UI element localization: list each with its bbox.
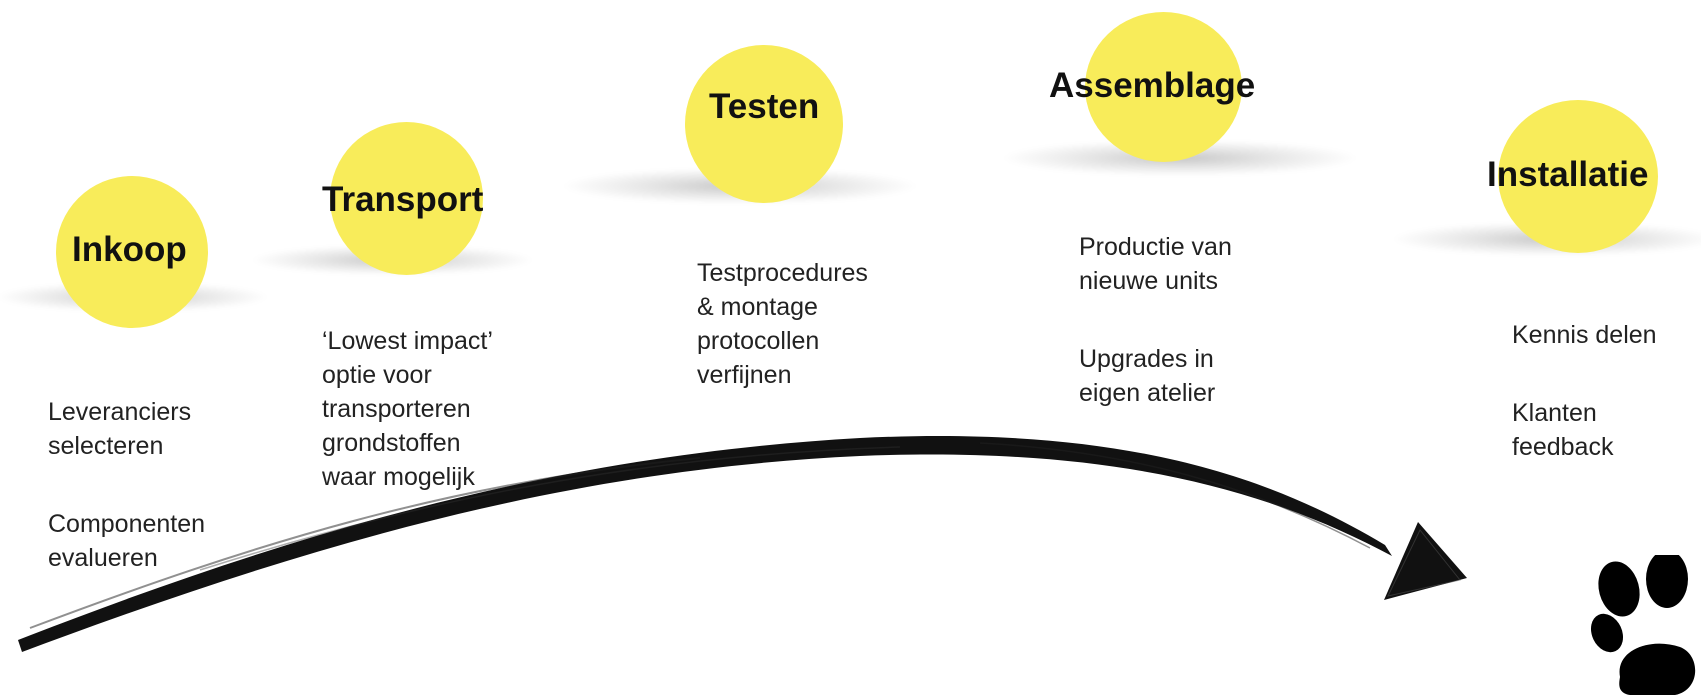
stage-desc-assemblage: Productie van nieuwe units Upgrades in e… bbox=[1079, 196, 1232, 454]
stage-desc-transport: ‘Lowest impact’ optie voor transporteren… bbox=[322, 290, 493, 538]
stage-item: ‘Lowest impact’ optie voor transporteren… bbox=[322, 327, 493, 491]
stage-title-testen: Testen bbox=[709, 87, 820, 126]
stage-item: Testprocedures & montage protocollen ver… bbox=[697, 259, 868, 389]
stage-title-assemblage: Assemblage bbox=[1049, 66, 1256, 105]
stage-circle-inkoop bbox=[56, 176, 208, 328]
stage-circle-transport bbox=[330, 122, 483, 275]
stage-item: Upgrades in eigen atelier bbox=[1079, 345, 1216, 407]
stage-item: Leveranciers selecteren bbox=[48, 398, 192, 460]
stage-title-transport: Transport bbox=[322, 180, 484, 219]
stage-desc-inkoop: Leveranciers selecteren Componenten eval… bbox=[48, 361, 205, 619]
stage-title-inkoop: Inkoop bbox=[72, 230, 187, 269]
stage-item: Kennis delen bbox=[1512, 321, 1657, 349]
stage-item: Componenten evalueren bbox=[48, 510, 206, 572]
stage-item: Productie van nieuwe units bbox=[1079, 233, 1232, 295]
stage-circle-installatie bbox=[1498, 100, 1658, 253]
stage-circle-testen bbox=[685, 45, 843, 203]
stage-title-installatie: Installatie bbox=[1487, 155, 1649, 194]
stage-desc-installatie: Kennis delen Klanten feedback bbox=[1512, 284, 1657, 508]
paw-icon bbox=[1590, 555, 1696, 695]
stage-item: Klanten feedback bbox=[1512, 399, 1614, 461]
stage-desc-testen: Testprocedures & montage protocollen ver… bbox=[697, 222, 868, 436]
stage-circle-assemblage bbox=[1085, 12, 1242, 162]
